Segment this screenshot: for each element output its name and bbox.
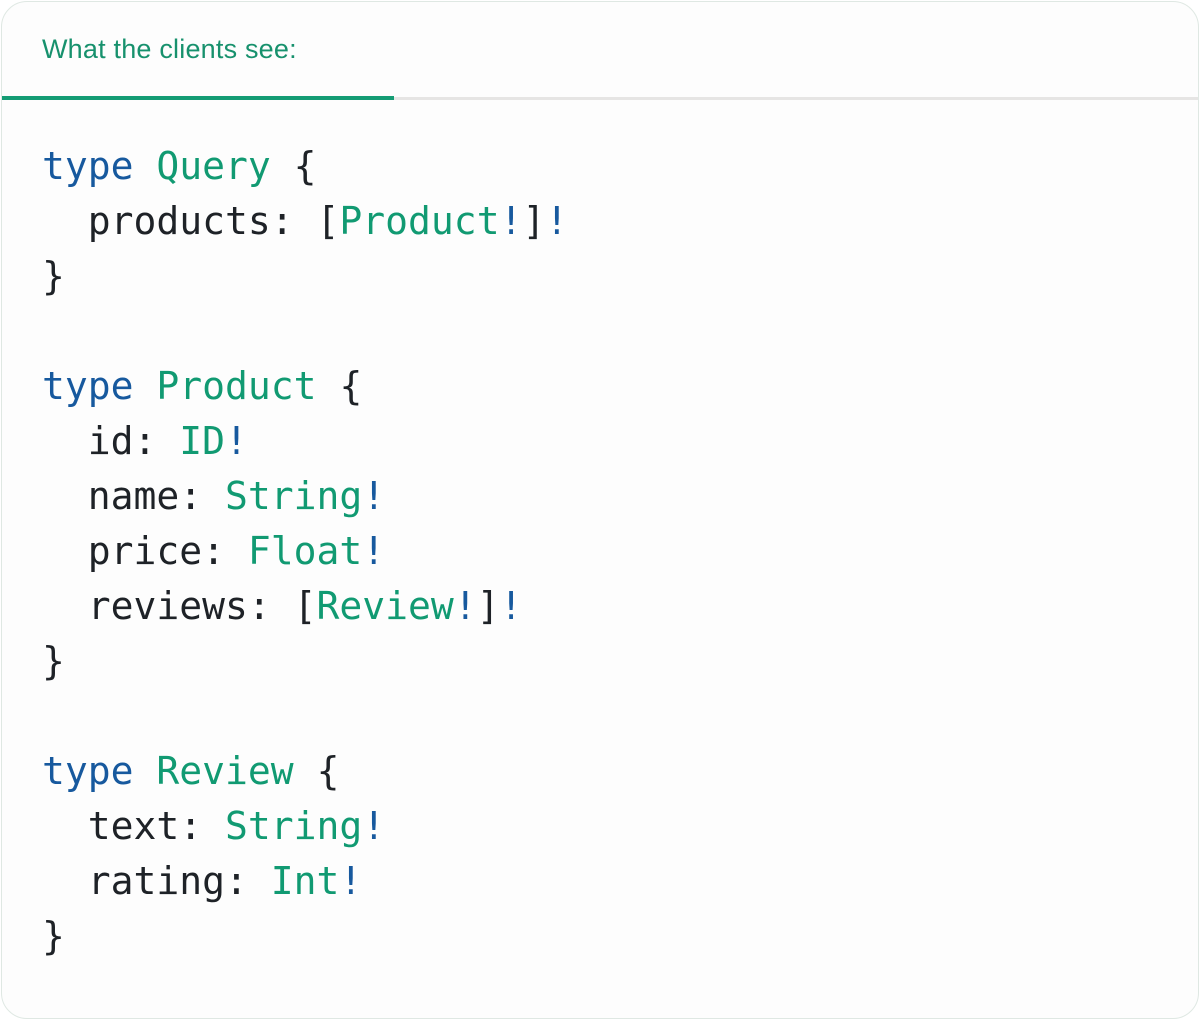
code-token-ty: Product — [156, 364, 317, 408]
code-token-ty: Review — [316, 584, 454, 628]
code-token-bg: ! — [499, 199, 523, 243]
code-line: } — [42, 249, 568, 304]
code-token-pl: } — [42, 254, 65, 298]
code-token-pl: reviews: [ — [42, 584, 317, 628]
code-token-pl: text: — [42, 804, 226, 848]
code-token-bg: ! — [339, 859, 363, 903]
code-token-bg: ! — [499, 584, 523, 628]
code-line: type Product { — [42, 359, 568, 414]
code-line: rating: Int! — [42, 854, 568, 909]
code-token-ty: String — [225, 474, 363, 518]
code-token-ty: Float — [247, 529, 363, 573]
code-token-bg: ! — [453, 584, 477, 628]
code-token-ty: ID — [179, 419, 226, 463]
code-token-bg: ! — [545, 199, 569, 243]
code-token-pl: { — [270, 144, 317, 188]
tab-active-indicator — [2, 96, 394, 100]
code-token-bg: ! — [362, 529, 386, 573]
code-token-ty: Review — [156, 749, 294, 793]
code-token-pl — [134, 364, 157, 408]
tab-underline-track — [2, 97, 1198, 100]
code-token-pl: { — [316, 364, 363, 408]
code-line: id: ID! — [42, 414, 568, 469]
code-token-ty: String — [225, 804, 363, 848]
code-line: reviews: [Review!]! — [42, 579, 568, 634]
code-token-ty: Int — [270, 859, 340, 903]
code-token-pl: products: [ — [42, 199, 340, 243]
code-token-bg: ! — [362, 474, 386, 518]
code-token-kw: type — [42, 364, 134, 408]
code-line: text: String! — [42, 799, 568, 854]
code-token-pl: price: — [42, 529, 248, 573]
code-line: type Query { — [42, 139, 568, 194]
code-line: name: String! — [42, 469, 568, 524]
code-token-kw: type — [42, 144, 134, 188]
code-token-pl: ] — [522, 199, 546, 243]
code-line: } — [42, 634, 568, 689]
code-token-ty: Product — [339, 199, 500, 243]
code-line — [42, 689, 568, 744]
code-line: price: Float! — [42, 524, 568, 579]
code-token-kw: type — [42, 749, 134, 793]
code-line: type Review { — [42, 744, 568, 799]
code-token-pl: } — [42, 914, 65, 958]
code-token-pl: } — [42, 639, 65, 683]
code-token-pl — [134, 749, 157, 793]
code-token-pl: rating: — [42, 859, 271, 903]
code-block: type Query { products: [Product!]!} type… — [42, 139, 568, 964]
code-token-pl: ] — [476, 584, 500, 628]
code-token-bg: ! — [225, 419, 248, 463]
code-token-ty: Query — [156, 144, 271, 188]
code-line — [42, 304, 568, 359]
code-token-bg: ! — [362, 804, 386, 848]
code-token-pl: name: — [42, 474, 226, 518]
code-line: products: [Product!]! — [42, 194, 569, 249]
code-line: } — [42, 909, 568, 964]
tab-what-clients-see[interactable]: What the clients see: — [42, 34, 297, 64]
code-token-pl — [134, 144, 157, 188]
code-token-pl: { — [293, 749, 340, 793]
code-token-pl: id: — [42, 419, 180, 463]
